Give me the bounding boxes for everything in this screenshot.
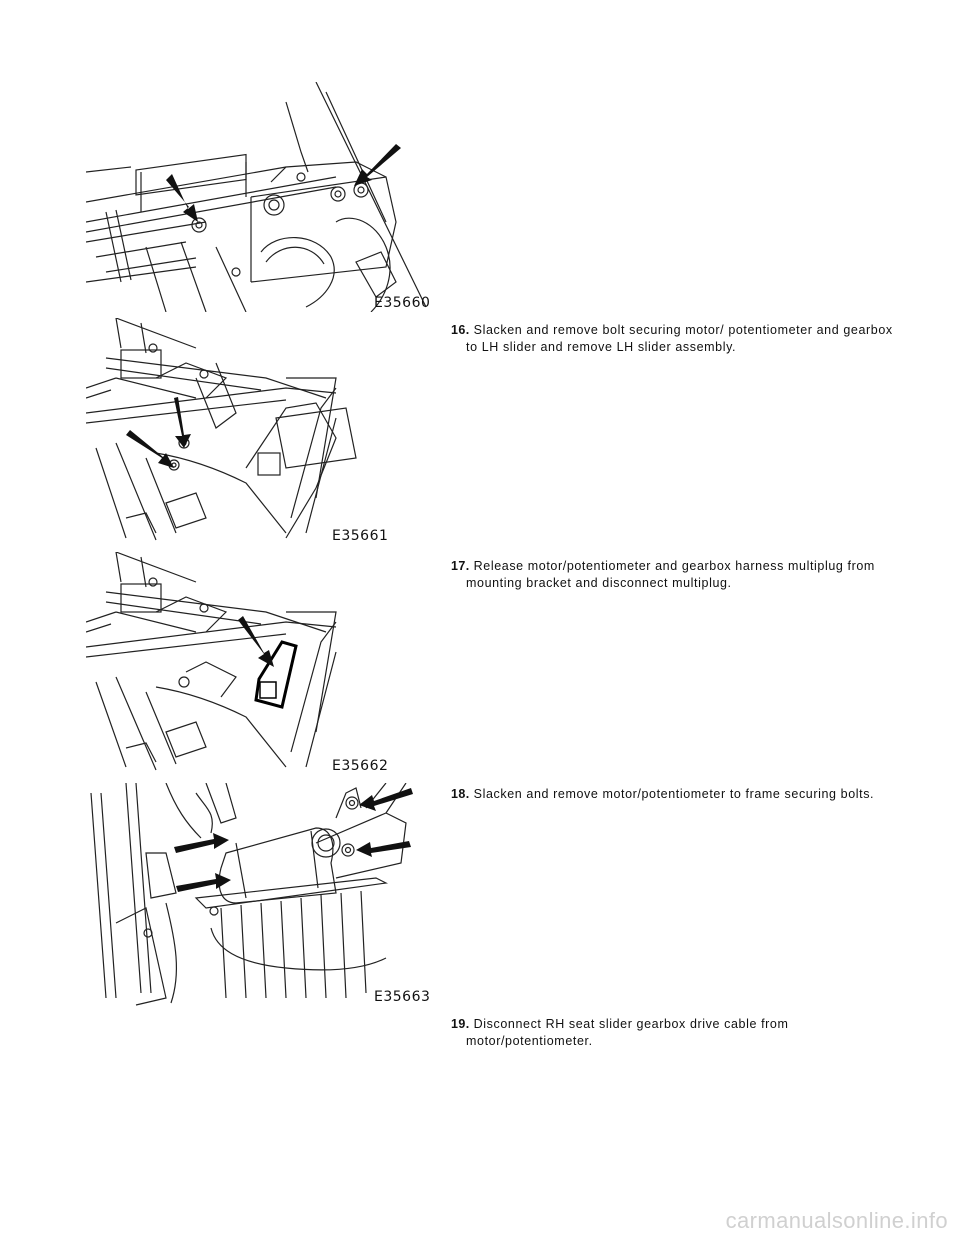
figure-label: E35660: [374, 295, 431, 311]
step-number: 19.: [451, 1017, 470, 1031]
figure-label: E35663: [374, 989, 431, 1005]
step-number: 17.: [451, 559, 470, 573]
figure-label: E35661: [332, 528, 389, 544]
figure-e35661: E35661: [86, 318, 426, 548]
illustration-e35662: [86, 552, 337, 771]
step-number: 18.: [451, 787, 470, 801]
multiplug-icon: [254, 640, 298, 709]
illustration-e35663: [90, 783, 407, 1006]
figure-e35663: E35663: [86, 783, 431, 1013]
step-16: 16. Slacken and remove bolt securing mot…: [451, 322, 906, 356]
step-text: Release motor/potentiometer and gearbox …: [466, 559, 875, 590]
step-19: 19. Disconnect RH seat slider gearbox dr…: [451, 1016, 906, 1050]
illustration-e35661: [86, 318, 357, 541]
arrow-icon: [126, 397, 191, 468]
figure-label: E35662: [332, 758, 389, 774]
arrow-icon: [174, 788, 413, 892]
step-text: Disconnect RH seat slider gearbox drive …: [466, 1017, 789, 1048]
arrow-icon: [238, 616, 274, 667]
figure-e35662: E35662: [86, 552, 426, 774]
step-17: 17. Release motor/potentiometer and gear…: [451, 558, 906, 592]
arrow-icon: [166, 144, 401, 222]
watermark: carmanualsonline.info: [725, 1208, 948, 1233]
illustration-e35660: [86, 82, 427, 312]
step-text: Slacken and remove motor/potentiometer t…: [473, 787, 875, 801]
step-18: 18. Slacken and remove motor/potentiomet…: [451, 786, 906, 803]
step-text: Slacken and remove bolt securing motor/ …: [466, 323, 893, 354]
figure-e35660: E35660: [86, 82, 441, 312]
step-number: 16.: [451, 323, 470, 337]
